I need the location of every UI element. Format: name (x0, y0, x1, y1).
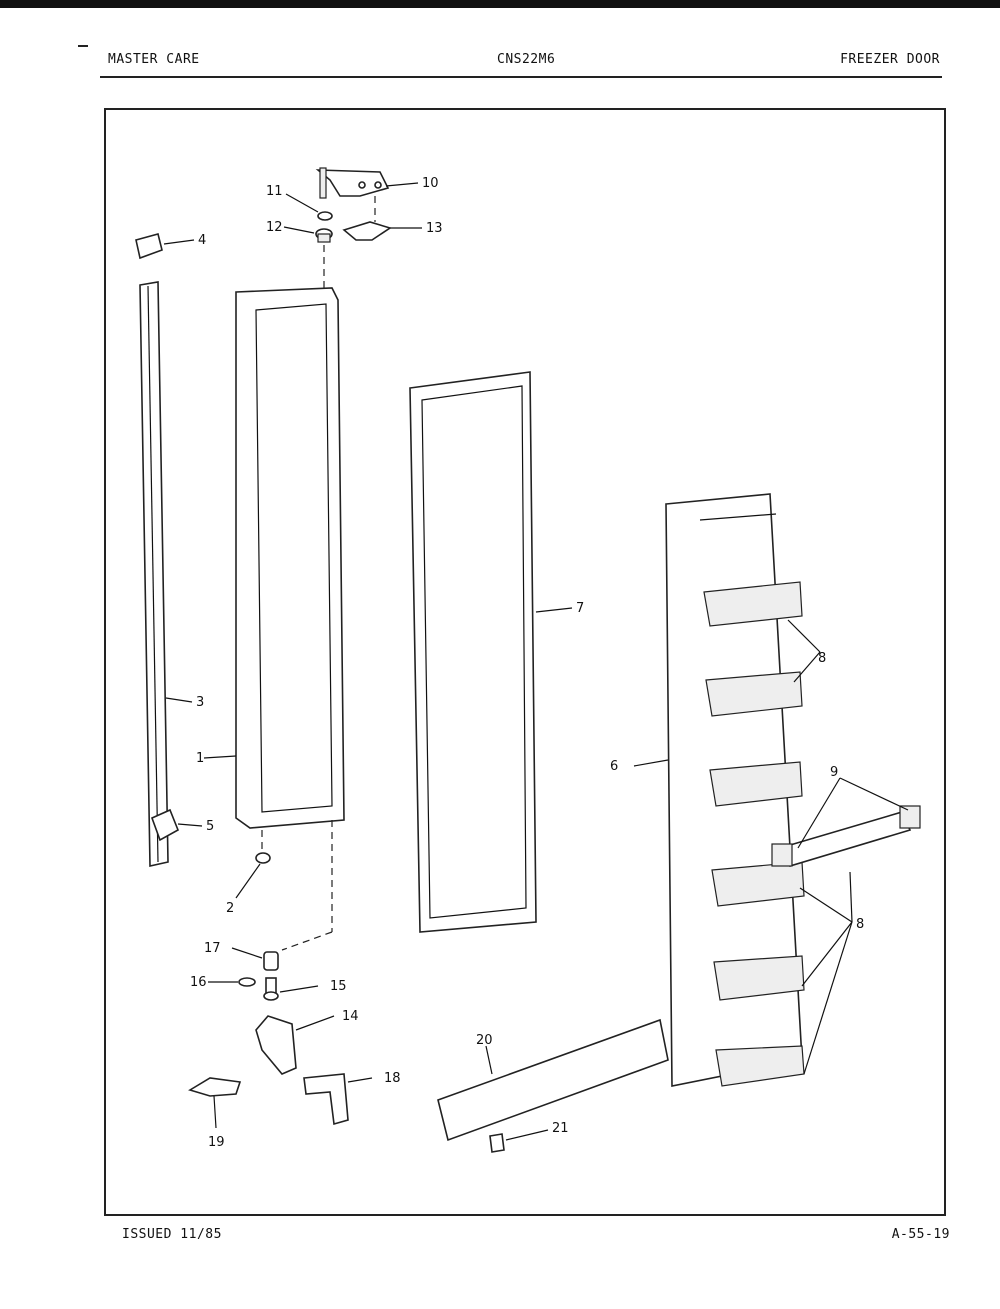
callout-4: 4 (198, 233, 206, 248)
callout-8-lower: 8 (856, 917, 864, 932)
part-14-bottom-hinge (255, 1015, 297, 1075)
callout-14: 14 (342, 1009, 359, 1024)
part-11-washer (317, 211, 333, 221)
callout-10: 10 (422, 176, 439, 191)
part-19-plate (188, 1077, 242, 1097)
callout-7: 7 (576, 601, 584, 616)
part-1-door-liner (235, 287, 345, 829)
header-section-title: FREEZER DOOR (840, 52, 940, 67)
part-4-top-cap (135, 233, 163, 260)
callout-19: 19 (208, 1135, 225, 1150)
part-16-washer (238, 977, 256, 987)
diagram-frame (104, 108, 946, 1216)
part-6-inner-door-panel (665, 493, 805, 1087)
top-border-bar (0, 0, 1000, 8)
part-10-top-hinge (315, 167, 390, 199)
callout-16: 16 (190, 975, 207, 990)
part-9-shelf-bar (771, 805, 921, 867)
callout-8-upper: 8 (818, 651, 826, 666)
part-13-shim (342, 221, 392, 241)
part-18-bracket (303, 1073, 349, 1126)
header-brand: MASTER CARE (108, 52, 200, 67)
callout-11: 11 (266, 184, 283, 199)
callout-13: 13 (426, 221, 443, 236)
callout-9: 9 (830, 765, 838, 780)
part-2-lower-bushing (255, 852, 271, 864)
callout-21: 21 (552, 1121, 569, 1136)
header-rule (100, 76, 942, 78)
document-code: A-55-19 (891, 1227, 950, 1242)
callout-18: 18 (384, 1071, 401, 1086)
callout-2-lower: 2 (226, 901, 234, 916)
part-3-door-gasket-strip (139, 281, 169, 867)
callout-6: 6 (610, 759, 618, 774)
callout-12: 12 (266, 220, 283, 235)
header-model-number: CNS22M6 (497, 52, 556, 67)
part-20-bottom-bar (437, 1018, 669, 1142)
callout-1: 1 (196, 751, 204, 766)
part-17-cam (263, 951, 279, 971)
part-7-door-gasket (409, 371, 537, 933)
part-21-clip (489, 1133, 505, 1153)
part-5-bottom-cap (150, 808, 180, 842)
callout-3: 3 (196, 695, 204, 710)
part-15-pivot-pin (263, 977, 279, 1001)
issued-date: ISSUED 11/85 (122, 1227, 222, 1242)
part-12-bushing (315, 228, 333, 243)
callout-5: 5 (206, 819, 214, 834)
callout-15: 15 (330, 979, 347, 994)
corner-mark (78, 45, 88, 47)
callout-17: 17 (204, 941, 221, 956)
leader-lines (163, 182, 909, 1141)
callout-20: 20 (476, 1033, 493, 1048)
